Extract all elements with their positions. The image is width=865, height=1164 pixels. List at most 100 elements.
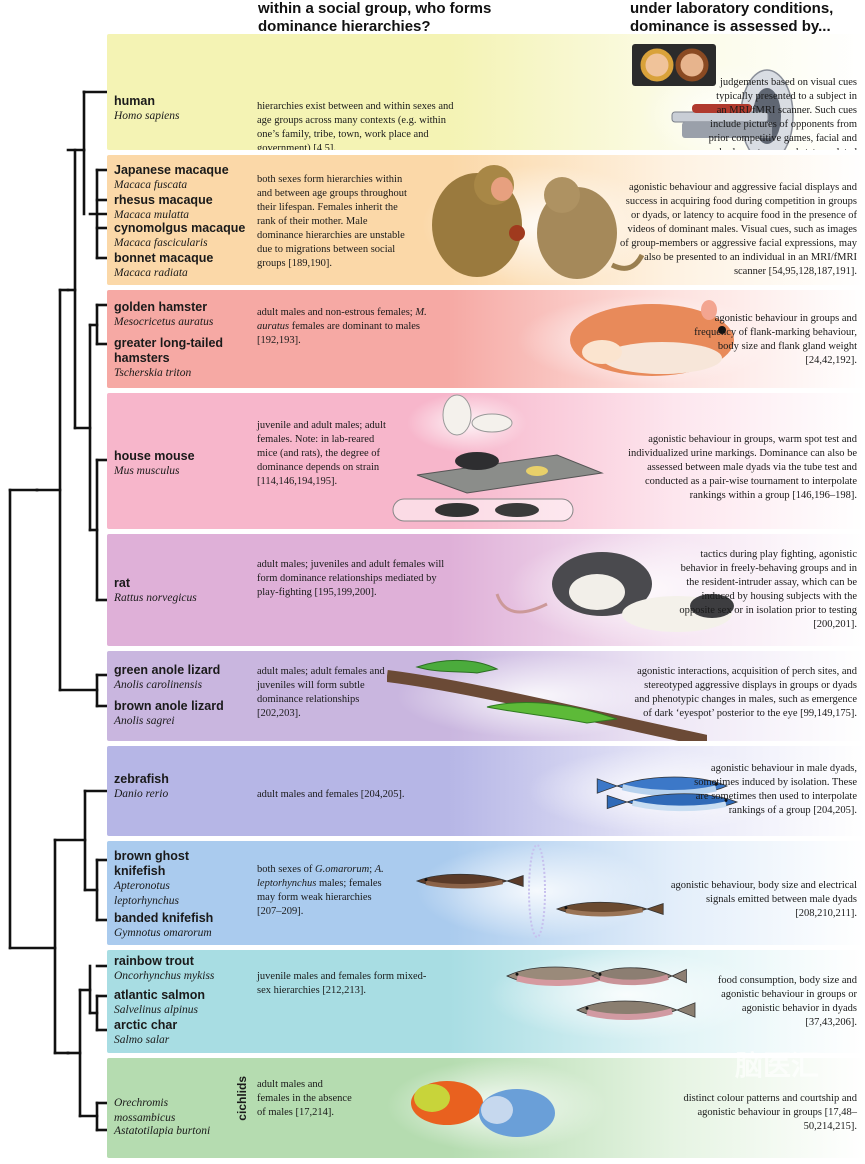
mouse-white-crouch bbox=[471, 413, 513, 433]
assessed-by-salmonid: food consumption, body size and agonisti… bbox=[717, 975, 857, 1028]
common-name: rainbow trout bbox=[114, 954, 194, 968]
warm-spot bbox=[526, 466, 548, 476]
latin-name: Anolis carolinensis bbox=[114, 679, 203, 691]
who-forms-hierarchies-macaque: both sexes form hierarchies within and b… bbox=[257, 174, 407, 269]
watermark-logo: 脑医汇 bbox=[735, 1050, 820, 1081]
zebrafish-bottom bbox=[606, 793, 739, 812]
perch-branch bbox=[387, 670, 707, 741]
who-forms-hierarchies-rat: adult males; juveniles and adult females… bbox=[257, 559, 445, 598]
illustration-mri-scanner-faces bbox=[632, 44, 812, 150]
species-cichlid-1: Astatotilapia burtoni bbox=[114, 1124, 214, 1139]
macaque-tail bbox=[610, 253, 645, 271]
common-name: rat bbox=[114, 576, 130, 590]
illustration-rats-play bbox=[495, 534, 767, 644]
latin-name: Macaca fuscata bbox=[114, 179, 188, 191]
assessed-by-knifefish: agonistic behaviour, body size and elect… bbox=[670, 880, 857, 919]
rat-tail bbox=[495, 593, 548, 614]
mouse-black-arena bbox=[455, 452, 499, 470]
assessed-by-human: judgements based on visual cues typicall… bbox=[708, 77, 857, 150]
who-forms-hierarchies-salmonid: juvenile males and females form mixed-se… bbox=[257, 971, 427, 996]
latin-name: Tscherskia triton bbox=[114, 367, 192, 379]
common-name: house mouse bbox=[114, 449, 195, 463]
illustration-anoles-branch bbox=[387, 654, 707, 741]
mouse-white-standing bbox=[442, 394, 472, 436]
latin-name: Apteronotus leptorhynchus bbox=[114, 880, 179, 907]
brown-ghost-knifefish bbox=[415, 873, 524, 889]
cichlid-orange-head bbox=[414, 1084, 450, 1112]
assessed-by-macaque: agonistic behaviour and aggressive facia… bbox=[619, 182, 857, 277]
food-item bbox=[509, 225, 525, 241]
latin-name: Danio rerio bbox=[114, 788, 169, 800]
common-name: golden hamster bbox=[114, 300, 208, 314]
common-name: green anole lizard bbox=[114, 663, 221, 677]
species-cichlid-0: Orechromis mossambicus bbox=[114, 1096, 214, 1126]
subject-body bbox=[692, 104, 752, 113]
latin-name: Macaca radiata bbox=[114, 267, 188, 279]
common-name: banded knifefish bbox=[114, 911, 214, 925]
latin-name: Salvelinus alpinus bbox=[114, 1004, 199, 1016]
illustration-two-macaques bbox=[422, 165, 662, 285]
phylogenetic-tree bbox=[8, 90, 107, 1132]
green-anole bbox=[415, 660, 499, 674]
latin-name: Homo sapiens bbox=[114, 110, 180, 122]
common-name: greater long-tailed hamsters bbox=[114, 336, 224, 365]
background-glow bbox=[417, 843, 657, 939]
latin-name: Orechromis mossambicus bbox=[114, 1097, 176, 1124]
mouse-in-tube-2 bbox=[495, 503, 539, 517]
common-name: human bbox=[114, 94, 155, 108]
mouse-in-tube-1 bbox=[435, 503, 479, 517]
banded-knifefish bbox=[555, 901, 664, 917]
tube-test bbox=[392, 498, 574, 522]
common-name: brown anole lizard bbox=[114, 699, 224, 713]
group-label-cichlids: cichlids bbox=[235, 1076, 249, 1121]
illustration-knifefish bbox=[415, 843, 664, 939]
who-forms-hierarchies-cichlid: adult males and females in the absence o… bbox=[257, 1079, 352, 1118]
assessed-by-zebrafish: agonistic behaviour in male dyads, somet… bbox=[694, 763, 857, 816]
who-forms-hierarchies-human: hierarchies exist between and within sex… bbox=[257, 101, 454, 150]
scanner-base bbox=[682, 122, 772, 138]
rat-bottom-head bbox=[690, 594, 734, 618]
who-forms-hierarchies-zebrafish: adult males and females [204,205]. bbox=[257, 789, 405, 800]
trout-2 bbox=[591, 967, 687, 986]
latin-name: Anolis sagrei bbox=[114, 715, 175, 727]
common-name: Japanese macaque bbox=[114, 163, 229, 177]
common-name: cynomolgus macaque bbox=[114, 221, 246, 235]
assessed-by-anole: agonistic interactions, acquisition of p… bbox=[634, 666, 857, 719]
latin-name: Macaca fascicularis bbox=[114, 237, 208, 249]
hamster-flank bbox=[582, 340, 622, 364]
illustration-zebrafish bbox=[527, 749, 787, 833]
latin-name: Rattus norvegicus bbox=[114, 592, 197, 604]
illustration-mice-tests bbox=[392, 393, 604, 522]
assessed-by-rat: tactics during play fighting, agonistic … bbox=[679, 549, 857, 630]
latin-name: Mesocricetus auratus bbox=[114, 316, 214, 328]
face-right bbox=[675, 48, 709, 82]
warm-spot-arena bbox=[416, 454, 604, 494]
who-forms-hierarchies-hamster: adult males and non-estrous females; M. … bbox=[257, 307, 427, 346]
face-left bbox=[640, 48, 674, 82]
illustration-cichlids bbox=[387, 1060, 607, 1152]
hamster-ear bbox=[701, 300, 717, 320]
latin-name: Astatotilapia burtoni bbox=[114, 1125, 211, 1137]
assessed-by-hamster: agonistic behaviour in groups and freque… bbox=[694, 313, 857, 366]
hamster-eye bbox=[718, 326, 726, 334]
